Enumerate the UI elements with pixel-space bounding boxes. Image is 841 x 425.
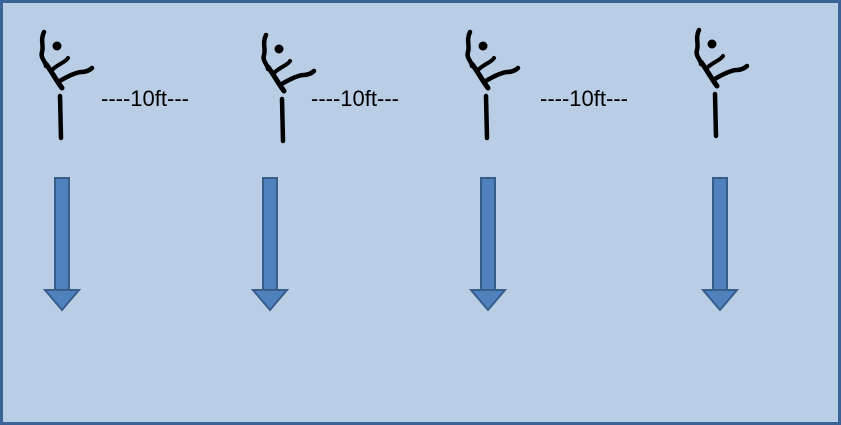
- spacing-label: ----10ft---: [540, 86, 628, 111]
- spacing-label: ----10ft---: [101, 86, 189, 111]
- spacing-label: ----10ft---: [311, 86, 399, 111]
